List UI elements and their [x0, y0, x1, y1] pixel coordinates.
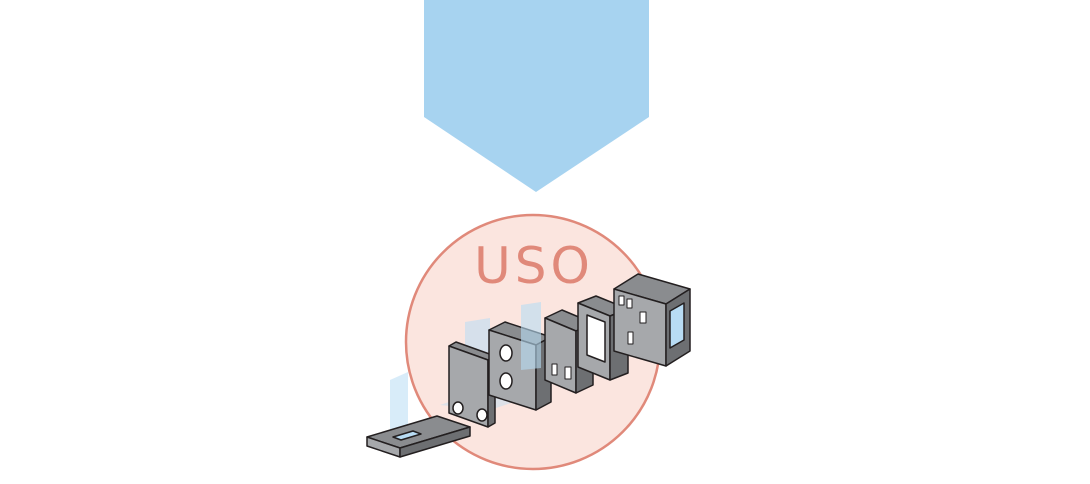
block-with-circles — [488, 302, 552, 411]
box-module — [613, 273, 691, 367]
base-plate — [366, 372, 471, 458]
down-arrow — [424, 0, 649, 192]
uso-label: USO — [474, 237, 594, 295]
